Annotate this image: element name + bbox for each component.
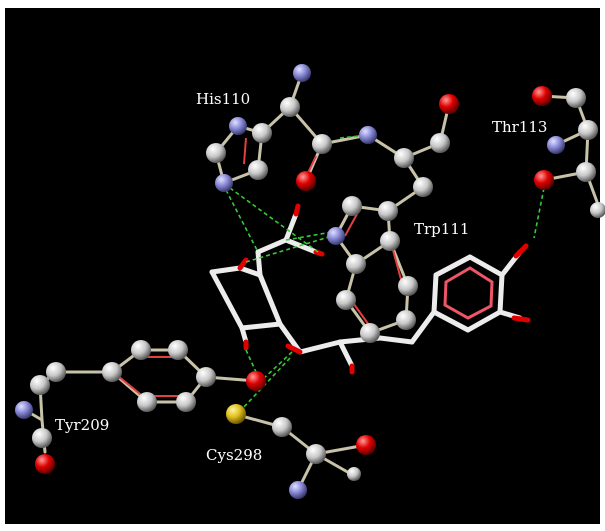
carbon-atom [578,120,598,140]
ligand-oxygen [511,315,531,323]
carbon-atom [342,196,362,216]
ligand-bond [257,272,283,327]
nitrogen-atom [327,227,345,245]
hbond [285,231,333,241]
carbon-atom [312,134,332,154]
carbon-atom [196,367,216,387]
carbon-atom [346,254,366,274]
hbond-layer [225,135,545,409]
nitrogen-atom [547,136,565,154]
ligand-bond [239,321,283,331]
ligand-bond [209,269,245,331]
double-bond [344,213,358,237]
carbon-atom [380,231,400,251]
residue-label-cys298: Cys298 [206,446,262,464]
double-bond [117,375,146,399]
carbon-atom [430,133,450,153]
carbon-atom [32,428,52,448]
ligand-bond [209,265,243,275]
ligand-heteroatoms [237,203,531,375]
residue-labels: His110 Thr113 Trp111 Tyr209 Cys298 [55,90,547,464]
carbon-atom [46,362,66,382]
oxygen-atom [356,435,376,455]
double-bond [243,137,247,165]
carbon-atom [30,375,50,395]
oxygen-atom [532,86,552,106]
double-bond [392,249,403,284]
nitrogen-atom [359,126,377,144]
carbon-atom [347,467,361,481]
nitrogen-atom [15,401,33,419]
ligand-oxygen [237,257,249,271]
ligand-bond [431,309,471,333]
carbon-atom [566,88,586,108]
ligand-bond [255,237,289,255]
residue-label-thr113: Thr113 [492,118,547,136]
ligand-bond [297,339,343,355]
black-viewport [5,8,600,524]
carbon-atom [272,417,292,437]
ligand-bond [497,272,505,315]
oxygen-atom [534,170,554,190]
ligand-bond [467,254,505,278]
ligand-bond [465,309,503,333]
carbon-atom [396,310,416,330]
carbon-atom [252,123,272,143]
carbon-atom [336,290,356,310]
ligand-oxygen [513,243,529,259]
atom-layer [15,64,605,499]
carbon-atom [280,97,300,117]
ligand-bond [237,265,263,278]
carbon-atom [168,340,188,360]
ligand-bond [409,309,437,345]
ligand-oxygen [285,343,303,355]
carbon-atom [590,202,605,218]
nitrogen-atom [215,174,233,192]
residue-label-trp111: Trp111 [414,220,469,238]
nitrogen-atom [289,481,307,499]
carbon-atom [394,148,414,168]
oxygen-atom [246,371,266,391]
carbon-atom [398,276,418,296]
ligand-bond [377,335,415,345]
residue-label-tyr209: Tyr209 [55,416,109,434]
carbon-atom [102,362,122,382]
hbond [339,135,361,139]
hbond [245,235,333,263]
carbon-atom [176,392,196,412]
ligand-oxygen [293,203,301,217]
ligand-bond [277,321,303,355]
ligand [209,211,523,369]
ligand-bond [433,254,473,278]
sulfur-atom [226,404,246,424]
carbon-atom [360,323,380,343]
nitrogen-atom [293,64,311,82]
ligand-oxygen [313,249,325,257]
ligand-bond [283,211,299,243]
carbon-atom [306,444,326,464]
carbon-atom [576,162,596,182]
carbon-atom [206,143,226,163]
carbon-atom [378,201,398,221]
hbond [225,189,259,253]
phenol-inner-ring [443,266,494,320]
hbond [242,357,291,409]
oxygen-atom [439,94,459,114]
residue-label-his110: His110 [196,90,250,108]
oxygen-atom [296,171,316,191]
carbon-atom [137,392,157,412]
ligand-bond [431,272,439,315]
oxygen-atom [35,454,55,474]
hbond [533,187,545,239]
nitrogen-atom [229,117,247,135]
ligand-bond [255,249,263,278]
carbon-atom [413,177,433,197]
carbon-atom [248,160,268,180]
ligand-aromatic [443,266,494,320]
ligand-bond [337,339,355,369]
carbon-atom [131,340,151,360]
